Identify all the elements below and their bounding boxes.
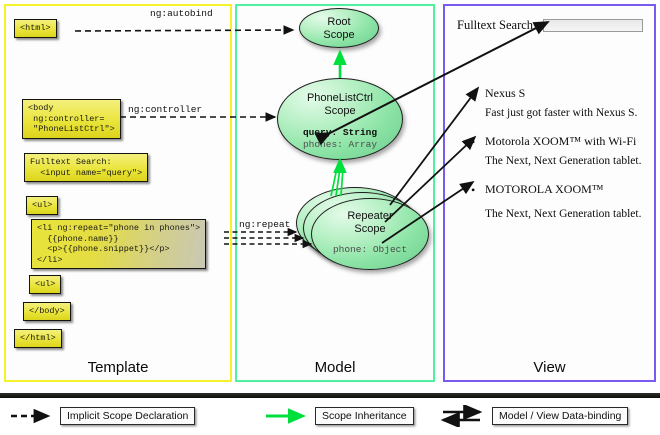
code-box-body-close[interactable]: </body>: [23, 302, 71, 321]
scope-root[interactable]: Root Scope: [299, 8, 379, 48]
panel-template: Template: [4, 4, 232, 382]
view-list-item-3: • MOTOROLA XOOM™: [471, 182, 651, 197]
panel-template-label: Template: [87, 359, 149, 376]
code-box-fulltext-input[interactable]: Fulltext Search: <input name="query">: [24, 153, 149, 182]
code-box-body-open[interactable]: <body ng:controller= "PhoneListCtrl">: [22, 99, 121, 139]
code-box-html-open[interactable]: <html>: [14, 19, 57, 38]
view-item-title: Motorola XOOM™ with Wi-Fi: [485, 134, 637, 148]
view-item-desc-3: The Next, Next Generation tablet.: [485, 208, 642, 220]
scope-repeater-title: Repeater Scope: [347, 210, 393, 235]
double-arrow-icon: [440, 405, 483, 427]
view-item-desc-1: Fast just got faster with Nexus S.: [485, 107, 638, 119]
edge-label-controller: ng:controller: [128, 104, 203, 115]
view-content: Fulltext Search: • Nexus S Fast just got…: [447, 8, 652, 378]
code-box-li-repeat[interactable]: <li ng:repeat="phone in phones"> {{phone…: [31, 219, 207, 269]
scope-repeater[interactable]: Repeater Scope phone: Object: [311, 198, 429, 270]
dashed-arrow-icon: [11, 408, 51, 424]
legend-label: Implicit Scope Declaration: [60, 407, 196, 425]
bullet-icon: •: [471, 135, 476, 149]
scope-phonelistctrl[interactable]: PhoneListCtrl Scope query: String phones…: [277, 78, 403, 160]
legend-item-model-view-data-binding: Model / View Data-binding: [440, 405, 629, 427]
search-input[interactable]: [542, 19, 643, 32]
view-list-item-1: • Nexus S: [471, 86, 651, 101]
code-box-html-close[interactable]: </html>: [14, 329, 62, 348]
view-search-label: Fulltext Search:: [457, 18, 537, 32]
bullet-icon: •: [471, 183, 476, 197]
bullet-icon: •: [471, 87, 476, 101]
scope-repeater-props: phone: Object: [332, 244, 408, 255]
legend: Implicit Scope Declaration Scope Inherit…: [0, 400, 660, 435]
scope-phonelistctrl-props: query: String phones: Array: [302, 127, 378, 150]
legend-label: Scope Inheritance: [315, 407, 414, 425]
green-arrow-icon: [266, 408, 306, 424]
panel-view-label: View: [533, 359, 566, 376]
code-box-ul-close[interactable]: <ul>: [29, 275, 62, 294]
legend-label: Model / View Data-binding: [492, 407, 629, 425]
edge-label-autobind: ng:autobind: [150, 8, 213, 19]
legend-item-implicit-scope-declaration: Implicit Scope Declaration: [8, 405, 196, 427]
scope-phonelistctrl-title: PhoneListCtrl Scope: [306, 92, 374, 117]
view-list-item-2: • Motorola XOOM™ with Wi-Fi: [471, 134, 651, 149]
panel-model-label: Model: [314, 359, 356, 376]
view-item-title: MOTOROLA XOOM™: [485, 182, 604, 196]
code-box-ul-open[interactable]: <ul>: [26, 196, 59, 215]
bottom-rule: [0, 393, 660, 398]
view-item-desc-2: The Next, Next Generation tablet.: [485, 155, 642, 167]
edge-label-repeat: ng:repeat: [239, 219, 291, 230]
legend-item-scope-inheritance: Scope Inheritance: [263, 405, 414, 427]
scope-root-title: Root Scope: [323, 16, 355, 41]
view-search-row: Fulltext Search:: [457, 18, 643, 33]
view-item-title: Nexus S: [485, 86, 526, 100]
